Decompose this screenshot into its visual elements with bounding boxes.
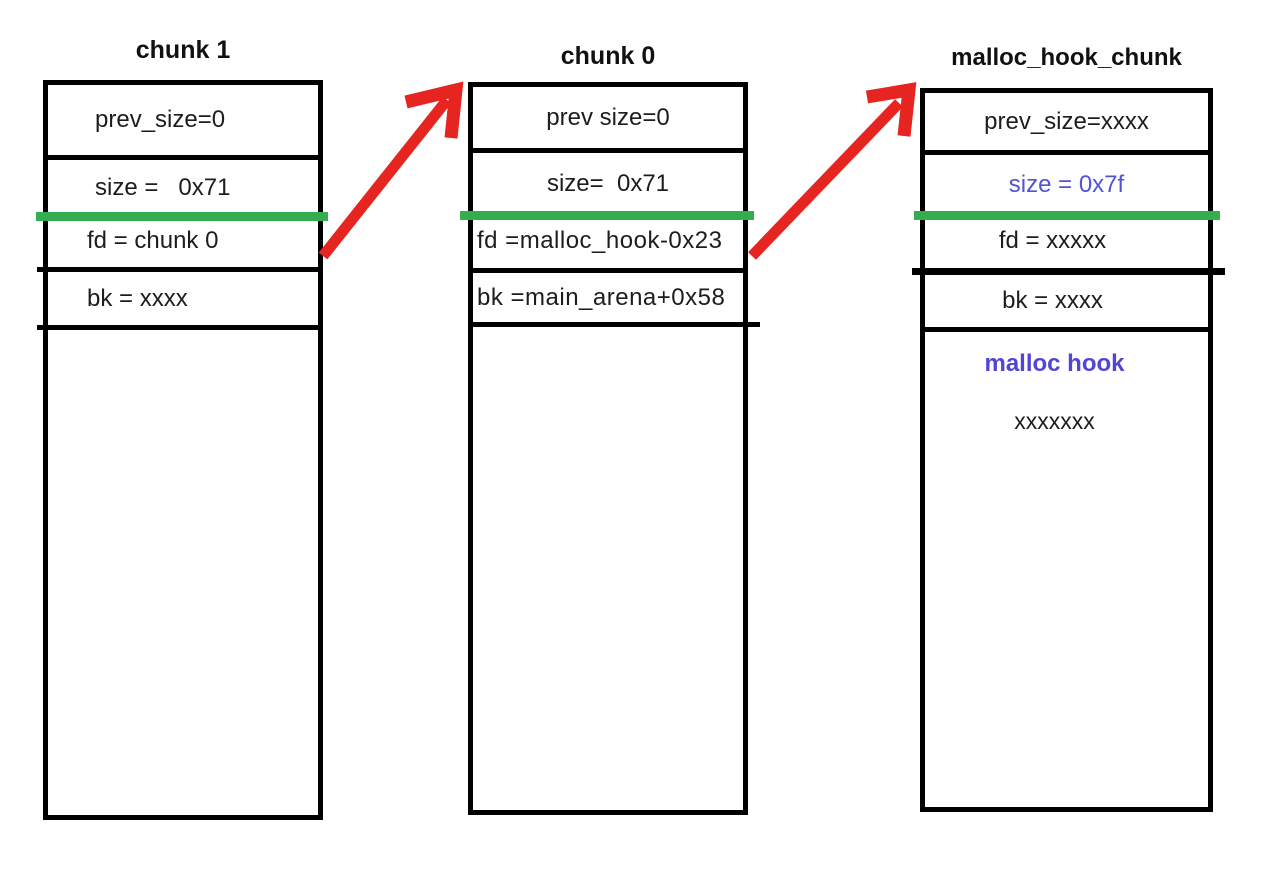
divider-overhang [1212, 268, 1225, 275]
malloc-hook-label: malloc hook [984, 350, 1125, 377]
divider-overhang [37, 325, 44, 330]
chunk1-fd-cell: fd = chunk 0 [48, 215, 318, 272]
chunk1-bk-cell: bk = xxxx [48, 272, 318, 330]
green-separator-chunk0 [460, 211, 754, 220]
green-separator-chunk1 [36, 212, 328, 221]
fd-arrow-chunk0-to-malloc-hook-chunk [748, 82, 917, 260]
chunk1-box: prev_size=0 size = 0x71 fd = chunk 0 bk … [43, 80, 323, 820]
chunk1-title: chunk 1 [135, 36, 231, 64]
chunk0-fd-cell: fd =malloc_hook-0x23 [473, 214, 743, 273]
chunk0-bk-cell: bk =main_arena+0x58 [473, 273, 743, 327]
malloc-hook-value: xxxxxxx [1014, 408, 1095, 434]
chunk0-title: chunk 0 [560, 42, 656, 70]
divider-overhang [37, 267, 44, 272]
chunk1-size-cell: size = 0x71 [95, 173, 231, 201]
hook-chunk-prev-size-cell: prev_size=xxxx [925, 93, 1208, 155]
divider-overhang [912, 268, 921, 275]
divider-overhang [747, 322, 760, 327]
green-separator-hook-chunk [914, 211, 1220, 220]
chunk1-prev-size-cell: prev_size=0 [48, 85, 318, 160]
hook-chunk-size-cell: size = 0x7f [1008, 170, 1125, 198]
fd-arrow-chunk1-to-chunk0 [318, 81, 464, 260]
chunk0-prev-size-cell: prev size=0 [473, 87, 743, 153]
malloc-hook-chunk-title: malloc_hook_chunk [951, 44, 1182, 71]
chunk0-box: prev size=0 size= 0x71 fd =malloc_hook-0… [468, 82, 748, 815]
chunk0-size-cell: size= 0x71 [546, 169, 670, 197]
hook-chunk-bk-cell: bk = xxxx [925, 275, 1208, 332]
malloc-hook-chunk-box: prev_size=xxxx size = 0x7f fd = xxxxx bk… [920, 88, 1213, 812]
hook-chunk-fd-cell: fd = xxxxx [925, 214, 1208, 275]
